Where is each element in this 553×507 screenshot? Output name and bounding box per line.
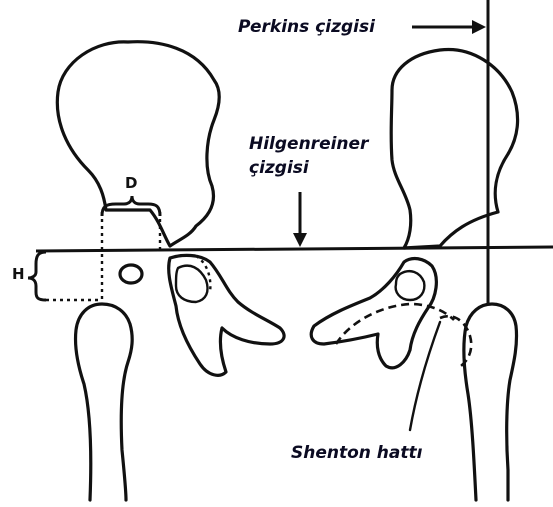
left-ilium <box>57 42 219 246</box>
shenton-label: Shenton hattı <box>291 444 422 463</box>
right-ilium <box>391 49 517 248</box>
d-mark: D <box>125 174 137 192</box>
left-ischium <box>169 255 284 375</box>
h-mark: H <box>12 265 25 283</box>
right-femur <box>464 304 517 500</box>
shenton-pointer <box>410 322 440 430</box>
hilgenreiner-arrowhead-icon <box>293 233 307 247</box>
h-bracket <box>28 252 46 300</box>
perkins-label: Perkins çizgisi <box>238 18 375 37</box>
hilgenreiner-line <box>36 247 553 251</box>
perkins-arrowhead-icon <box>472 20 486 34</box>
left-femoral-head-nucleus <box>120 265 142 283</box>
hilgenreiner-label-line1: Hilgenreiner <box>249 135 368 154</box>
left-femur <box>75 304 132 500</box>
hilgenreiner-label-line2: çizgisi <box>249 159 309 178</box>
